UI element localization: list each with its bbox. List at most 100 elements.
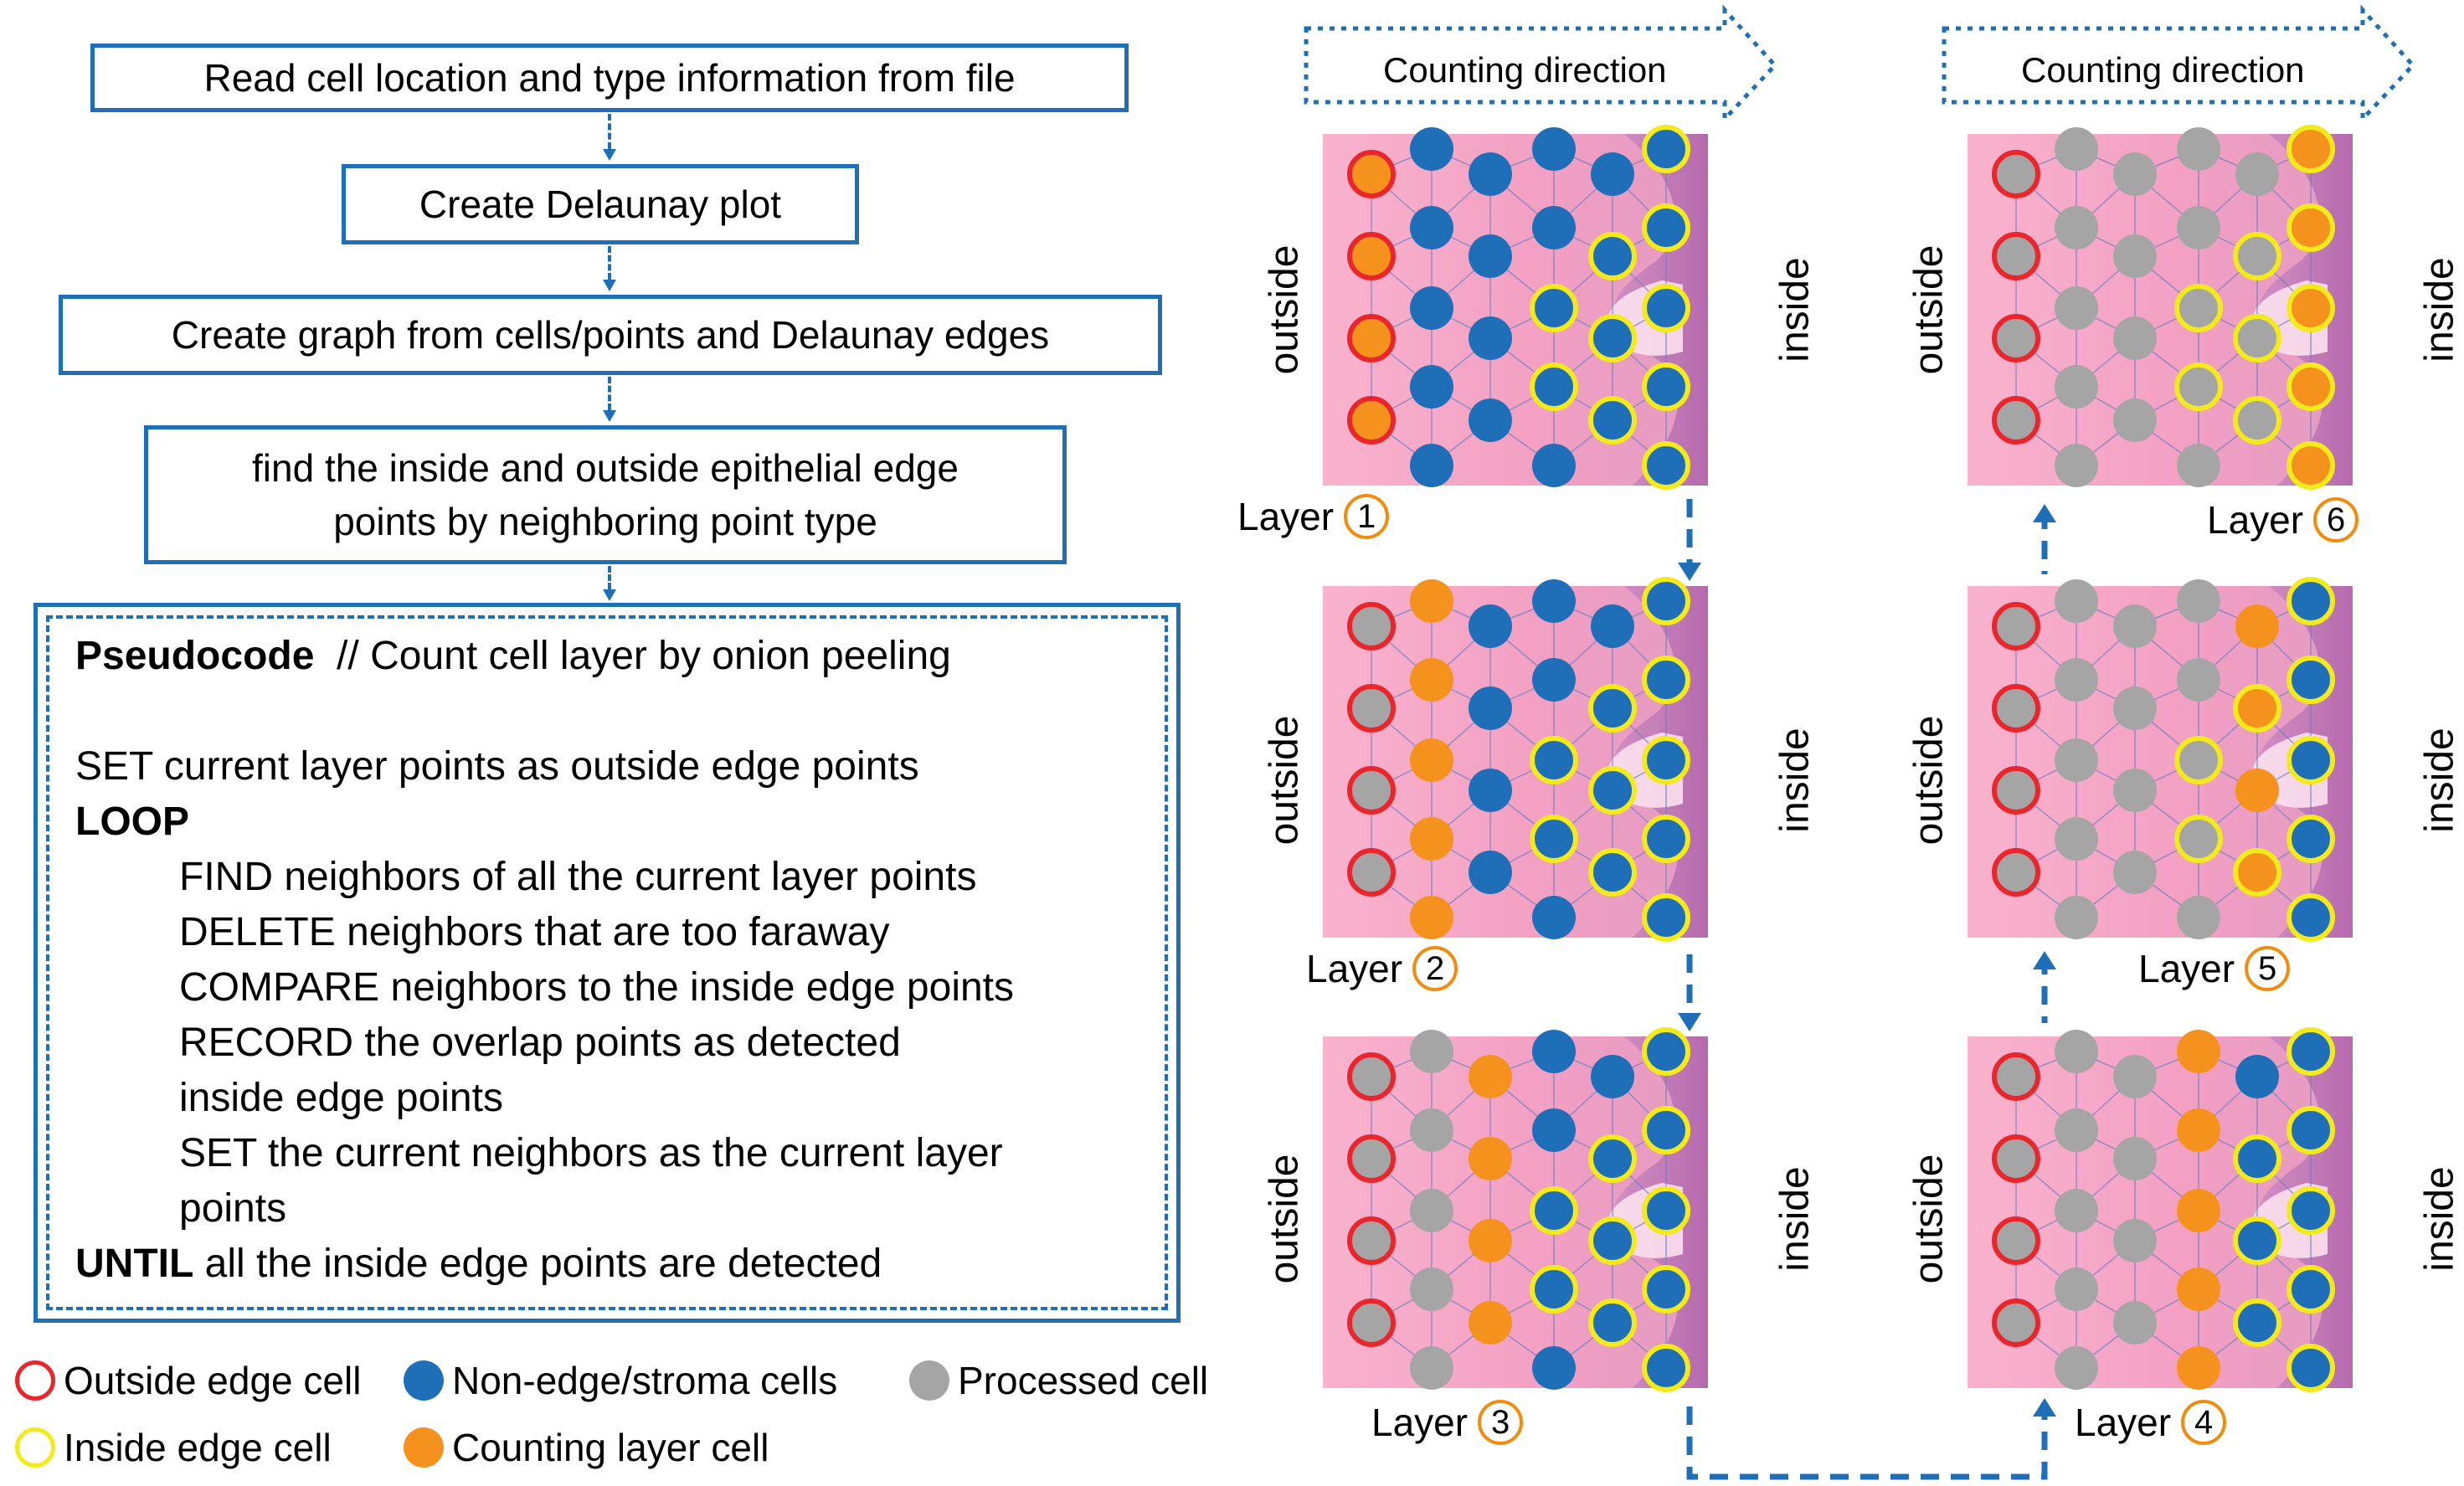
panel-5-cell-c5-r3 (2287, 815, 2335, 863)
panel-2-cell-c1-r3 (1410, 817, 1453, 861)
pseudocode-inner-frame (46, 615, 1168, 1310)
layer-panel-5 (1968, 577, 2353, 942)
panel-2-cell-c3-r2 (1530, 736, 1578, 784)
panel-4-cell-c5-r2 (2287, 1186, 2335, 1235)
step-read-file: Read cell location and type information … (90, 44, 1129, 112)
panel-4-cell-c5-r3 (2287, 1265, 2335, 1314)
counting-direction-right-arrow (1942, 4, 2416, 125)
step-create-graph: Create graph from cells/points and Delau… (59, 295, 1162, 375)
panel-3-cell-c3-r2 (1530, 1186, 1578, 1235)
flow-arrowhead-layer2-to-3 (1678, 1013, 1701, 1031)
panel-6-cell-c3-r0 (2177, 127, 2220, 171)
panel-2-cell-c2-r2 (1469, 769, 1512, 812)
panel-5-cell-c1-r1 (2055, 658, 2098, 702)
layer-label-3-word: Layer (1371, 1401, 1469, 1444)
panel-1-cell-c0-r2 (1347, 314, 1396, 363)
panel-6-cell-c1-r4 (2055, 444, 2098, 487)
panel-1-cell-c2-r3 (1469, 398, 1512, 442)
step-find-edge-points-line1: find the inside and outside epithelial e… (252, 446, 959, 490)
legend-inside-edge-label: Inside edge cell (64, 1426, 332, 1469)
panel-5-cell-c5-r1 (2287, 656, 2335, 704)
panel-2-cell-c5-r4 (1642, 893, 1690, 942)
panel-4-cell-c0-r0 (1992, 1052, 2040, 1101)
panel-2-cell-c5-r3 (1642, 815, 1690, 863)
layer-panel-6 (1968, 125, 2353, 490)
panel-2-cell-c3-r4 (1532, 896, 1576, 939)
panel-2-cell-c0-r0 (1347, 602, 1396, 650)
panel-3-cell-c3-r1 (1532, 1108, 1576, 1152)
step-delaunay-plot-text: Create Delaunay plot (419, 183, 782, 226)
panel-6-cell-c0-r2 (1992, 314, 2040, 363)
pseudocode-body-1: FIND neighbors of all the current layer … (179, 855, 977, 899)
panel-2-cell-c3-r1 (1532, 658, 1576, 702)
panel-6-cell-c5-r3 (2287, 363, 2335, 411)
panel-3-cell-c5-r3 (1642, 1265, 1690, 1314)
panel-5-cell-c0-r0 (1992, 602, 2040, 650)
panel-2-cell-c0-r1 (1347, 684, 1396, 733)
panel-4-cell-c0-r2 (1992, 1216, 2040, 1265)
panel-4-cell-c1-r3 (2055, 1267, 2098, 1311)
panel-1-cell-c0-r0 (1347, 150, 1396, 198)
layer-panel-4 (1968, 1027, 2353, 1392)
panel-5-outside-label: outside (1906, 715, 1952, 846)
panel-3-cell-c4-r2 (1588, 1216, 1637, 1265)
layer-label-1-word: Layer (1237, 495, 1335, 538)
panel-1-cell-c4-r0 (1591, 152, 1634, 196)
panel-3-cell-c1-r4 (1410, 1346, 1453, 1390)
pseudocode-body-5: inside edge points (179, 1076, 503, 1120)
panel-6-cell-c1-r0 (2055, 127, 2098, 171)
panel-2-cell-c5-r1 (1642, 656, 1690, 704)
panel-6-outside-label: outside (1906, 244, 1952, 375)
panel-5-cell-c5-r0 (2287, 577, 2335, 625)
panel-3-cell-c1-r0 (1410, 1030, 1453, 1073)
panel-6-cell-c5-r1 (2287, 203, 2335, 252)
panel-1-inside-label: inside (1772, 257, 1818, 363)
panel-3-cell-c4-r3 (1588, 1298, 1637, 1347)
panel-3-cell-c1-r1 (1410, 1108, 1453, 1152)
panel-5-cell-c3-r1 (2177, 658, 2220, 702)
panel-4-cell-c4-r3 (2233, 1298, 2281, 1347)
panel-2-cell-c4-r2 (1588, 766, 1637, 815)
pseudocode-body-2: DELETE neighbors that are too faraway (179, 910, 890, 954)
panel-6-cell-c3-r3 (2174, 363, 2223, 411)
step-read-file-text: Read cell location and type information … (203, 56, 1016, 100)
panel-5-cell-c1-r0 (2055, 579, 2098, 623)
panel-3-cell-c5-r0 (1642, 1027, 1690, 1076)
panel-4-cell-c5-r4 (2287, 1344, 2335, 1392)
panel-4-inside-label: inside (2417, 1166, 2462, 1272)
panel-6-cell-c5-r2 (2287, 284, 2335, 332)
legend-processed-icon (909, 1360, 949, 1401)
panel-6-cell-c1-r2 (2055, 286, 2098, 330)
panel-4-cell-c5-r1 (2287, 1106, 2335, 1154)
panel-1-cell-c5-r4 (1642, 441, 1690, 490)
panel-3-cell-c4-r0 (1591, 1055, 1634, 1098)
panel-3-cell-c1-r2 (1410, 1189, 1453, 1232)
layer-panel-1 (1323, 125, 1708, 490)
panel-1-cell-c1-r4 (1410, 444, 1453, 487)
panel-1-cell-c4-r3 (1588, 396, 1637, 445)
panel-3-cell-c2-r1 (1469, 1137, 1512, 1180)
pseudocode-title-bold: Pseudocode (75, 634, 315, 678)
panel-3-cell-c3-r0 (1532, 1030, 1576, 1073)
panel-3-cell-c3-r3 (1530, 1265, 1578, 1314)
legend-processed-label: Processed cell (958, 1359, 1209, 1402)
panel-1-cell-c4-r2 (1588, 314, 1637, 363)
panel-1-cell-c2-r2 (1469, 316, 1512, 360)
panel-1-cell-c3-r3 (1530, 363, 1578, 411)
panel-5-cell-c4-r1 (2233, 684, 2281, 733)
panel-1-cell-c5-r3 (1642, 363, 1690, 411)
panel-6-cell-c3-r4 (2177, 444, 2220, 487)
panel-2-cell-c1-r4 (1410, 896, 1453, 939)
panel-5-cell-c3-r2 (2174, 736, 2223, 784)
panel-3-cell-c0-r2 (1347, 1216, 1396, 1265)
panel-3-cell-c1-r3 (1410, 1267, 1453, 1311)
panel-4-cell-c3-r1 (2177, 1108, 2220, 1152)
panel-2-cell-c4-r0 (1591, 604, 1634, 648)
flow-arrow-4 (603, 566, 616, 601)
legend-outside-edge: Outside edge cell (15, 1358, 361, 1403)
panel-4-cell-c5-r0 (2287, 1027, 2335, 1076)
panel-5-inside-label: inside (2417, 728, 2462, 833)
step-delaunay-plot: Create Delaunay plot (342, 164, 859, 244)
panel-3-cell-c4-r1 (1588, 1134, 1637, 1183)
panel-1-cell-c5-r0 (1642, 125, 1690, 173)
